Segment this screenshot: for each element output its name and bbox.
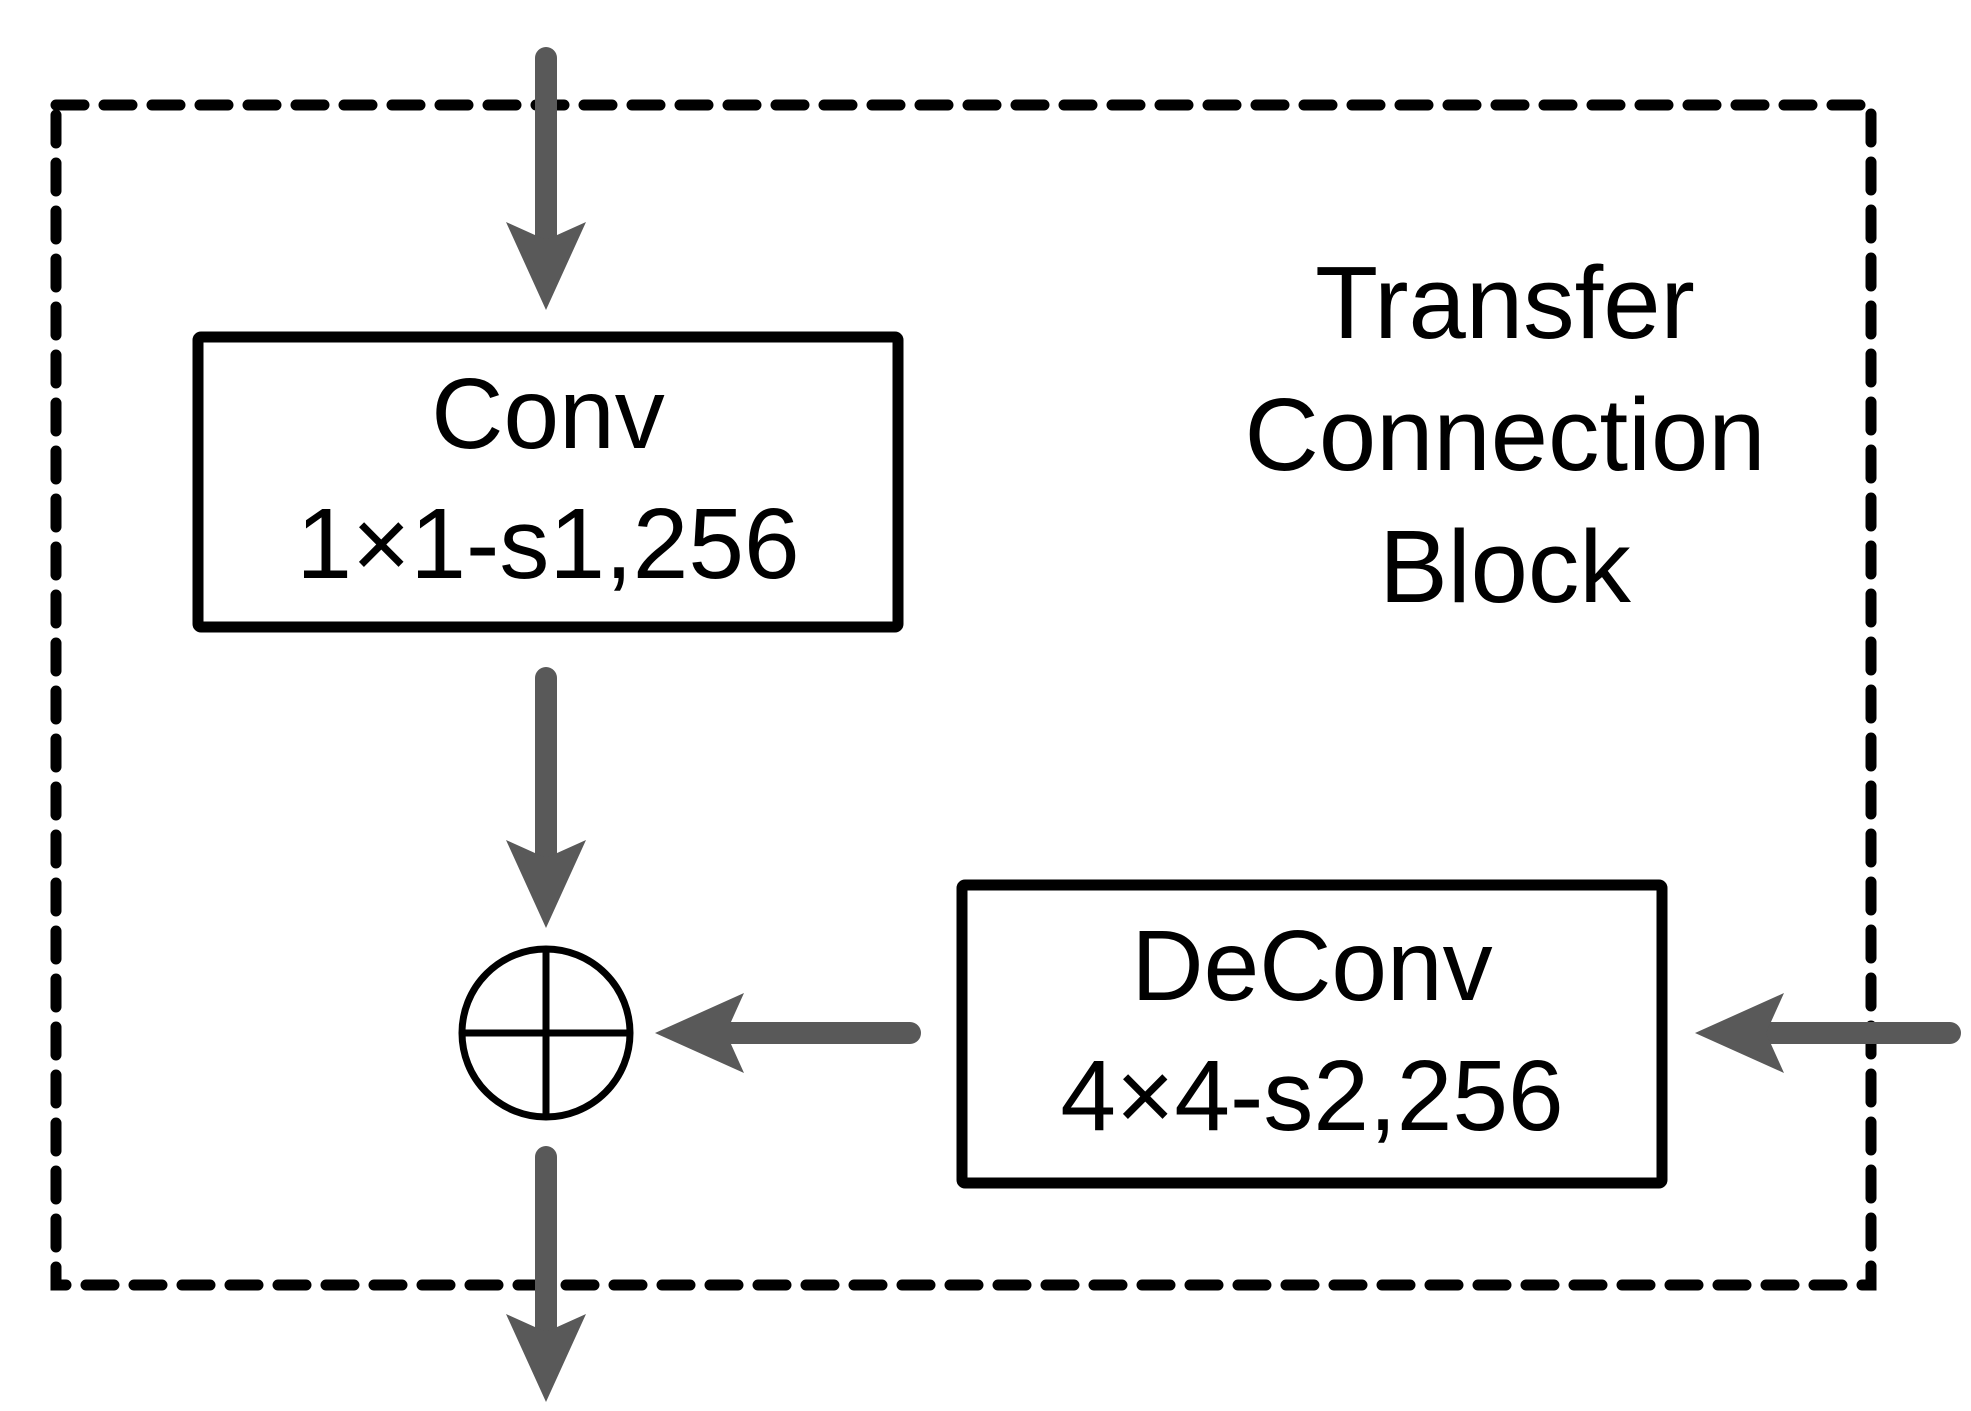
- conv-box-label: Conv: [431, 358, 664, 470]
- input-arrow-right: [1695, 993, 1961, 1073]
- block-title-line-3: Block: [1379, 509, 1631, 624]
- output-arrow-bottom: [506, 1146, 586, 1402]
- deconv-to-sum-arrow: [655, 993, 921, 1073]
- block-title-line-2: Connection: [1244, 377, 1765, 492]
- block-title-line-1: Transfer: [1315, 245, 1695, 360]
- conv-box: Conv 1×1-s1,256: [192, 331, 904, 633]
- block-boundary: [50, 99, 1877, 1291]
- deconv-box: DeConv 4×4-s2,256: [956, 879, 1668, 1189]
- deconv-box-params: 4×4-s2,256: [1060, 1040, 1563, 1152]
- deconv-box-label: DeConv: [1131, 910, 1492, 1022]
- input-arrow-top: [506, 47, 586, 310]
- conv-to-sum-arrow: [506, 667, 586, 928]
- conv-box-params: 1×1-s1,256: [296, 488, 799, 600]
- element-wise-sum-icon: [458, 945, 634, 1121]
